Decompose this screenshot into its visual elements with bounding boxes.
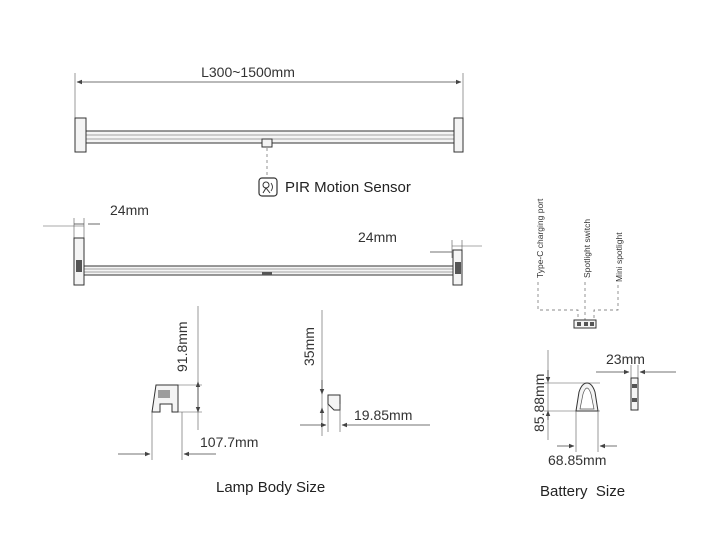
small-profile: 35mm 19.85mm	[300, 310, 430, 436]
small-profile-shape	[327, 394, 341, 411]
battery-size-caption: Battery Size	[540, 483, 625, 500]
right-end-cap	[453, 117, 464, 153]
battery-width-label: 68.85mm	[548, 452, 606, 468]
length-label: L300~1500mm	[201, 64, 295, 80]
width-body-label: 107.7mm	[200, 434, 258, 450]
spotlight-switch-label: Spotlight switch	[582, 219, 592, 278]
type-c-port-label: Type-C charging port	[535, 198, 545, 278]
battery-depth-label: 23mm	[606, 351, 645, 367]
side-view: 24mm 24mm	[43, 202, 482, 286]
top-view: L300~1500mm PIR Motion Sensor	[74, 64, 464, 197]
end-width-left-label: 24mm	[110, 202, 149, 218]
lamp-body-profile: 91.8mm 107.7mm	[118, 306, 258, 460]
battery-size: 85.88mm 68.85mm 23mm	[531, 350, 676, 468]
pir-sensor-label: PIR Motion Sensor	[285, 179, 411, 196]
height-body-label: 91.8mm	[174, 321, 190, 372]
left-end-cap	[74, 117, 87, 153]
pir-sensor-icon	[258, 177, 278, 197]
battery-ports: Type-C charging port Spotlight switch Mi…	[535, 198, 624, 329]
end-width-right-label: 24mm	[358, 229, 397, 245]
lamp-profile-shape	[151, 384, 179, 413]
mini-spotlight-label: Mini spotlight	[614, 232, 624, 282]
pir-sensor-module	[261, 138, 273, 148]
battery-side-shape	[630, 377, 639, 411]
height-small-label: 35mm	[301, 327, 317, 366]
lamp-body-caption: Lamp Body Size	[216, 479, 325, 496]
battery-height-label: 85.88mm	[531, 374, 547, 432]
width-small-label: 19.85mm	[354, 407, 412, 423]
